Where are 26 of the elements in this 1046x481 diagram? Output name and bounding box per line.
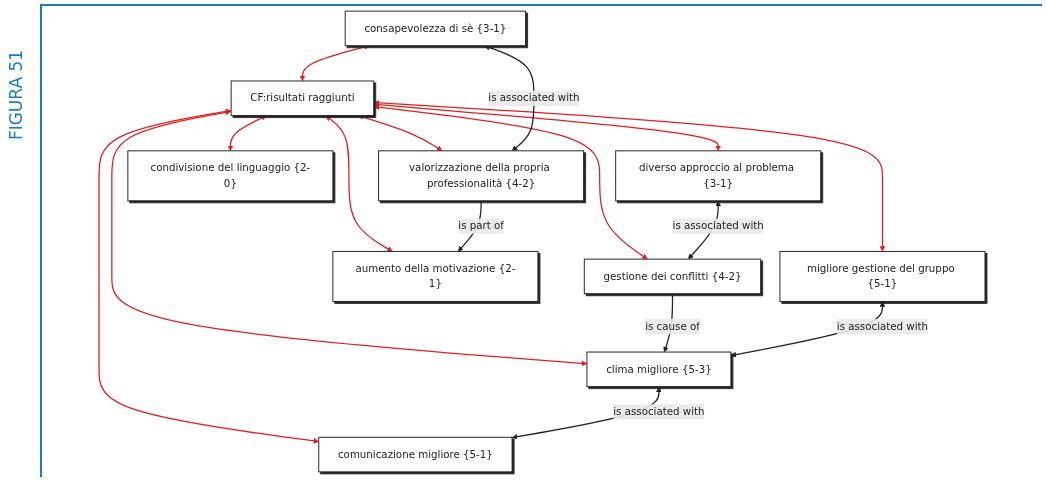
arrow xyxy=(98,108,319,444)
edge-label: is associated with xyxy=(672,219,764,232)
node-box: gestione dei conflitti {4-2} xyxy=(583,258,762,295)
figure-label: FIGURA 51 xyxy=(6,49,26,141)
node-box: migliore gestione del gruppo {5-1} xyxy=(779,250,986,302)
arrow xyxy=(325,115,393,252)
edge-label: is cause of xyxy=(645,320,700,333)
arrow xyxy=(373,101,721,152)
node-box: clima migliore {5-3} xyxy=(586,351,732,388)
node-box: comunicazione migliore {5-1} xyxy=(318,436,513,473)
node-box: diverso approccio al problema {3-1} xyxy=(615,150,822,202)
node-box: aumento della motivazione {2-1} xyxy=(332,250,539,302)
arrow xyxy=(299,44,370,82)
edge-label: is part of xyxy=(458,219,504,232)
arrow xyxy=(111,109,588,367)
edge-label: is associated with xyxy=(613,405,705,418)
node-box: valorizzazione della propria professionalità {4-2} xyxy=(378,150,585,202)
node-box: condivisione del linguaggio {2-0} xyxy=(127,150,334,202)
node-box: consapevolezza di sè {3-1} xyxy=(344,10,527,47)
arrow xyxy=(358,114,443,152)
arrow xyxy=(373,104,648,260)
node-box: CF:risultati raggiunti xyxy=(230,80,375,117)
edge-label: is associated with xyxy=(836,320,929,333)
arrow xyxy=(484,44,535,152)
arrow xyxy=(227,115,267,152)
edge-label: is associated with xyxy=(488,91,580,105)
